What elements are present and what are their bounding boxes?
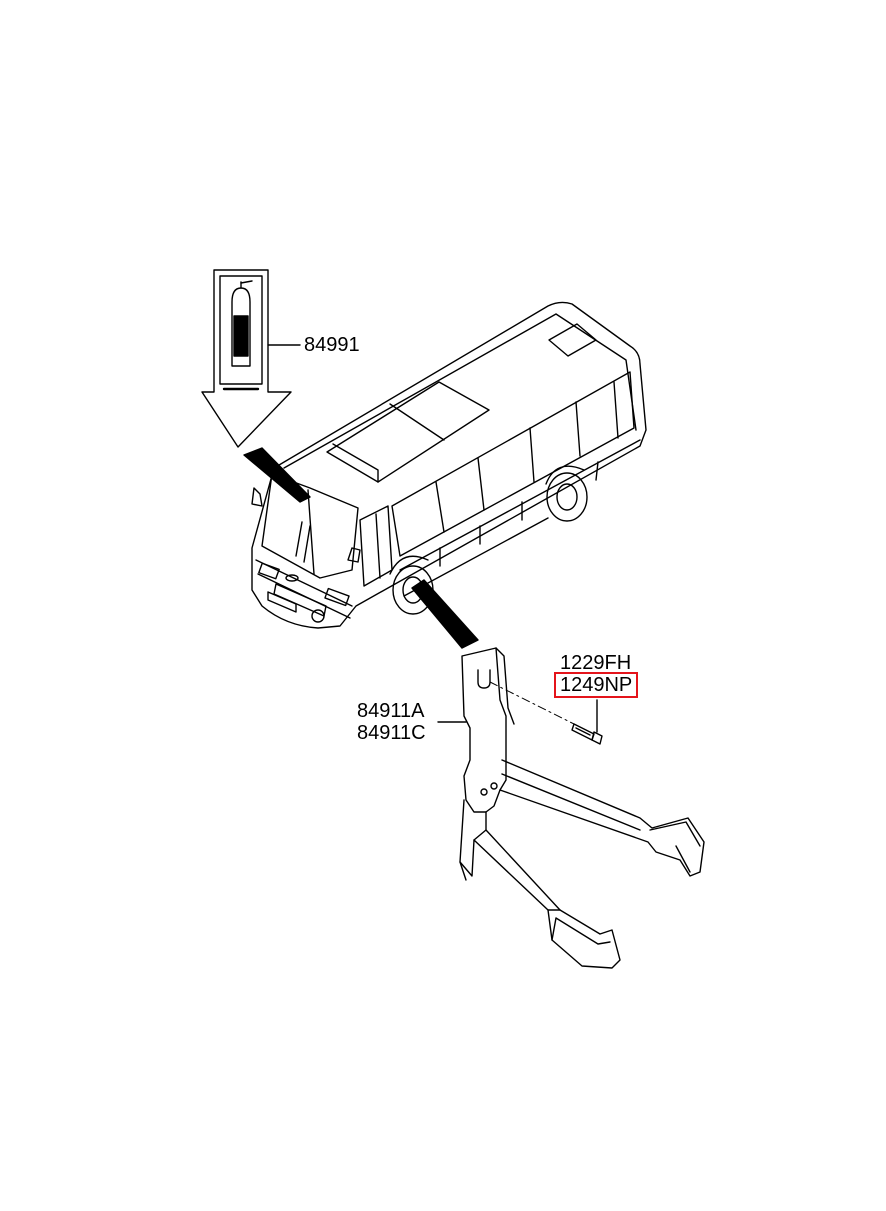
decal-arrow [201, 269, 292, 448]
label-84991: 84991 [304, 334, 360, 356]
bolt-icon [571, 723, 603, 745]
label-84911c: 84911C [357, 722, 426, 744]
pointer-strip-bottom [411, 579, 479, 649]
fire-extinguisher-icon [222, 280, 260, 391]
label-1229fh: 1229FH [560, 652, 632, 674]
pointer-strip-top [243, 447, 311, 503]
label-84911a: 84911A [357, 700, 425, 722]
bracket-illustration [459, 647, 705, 969]
label-1249np-highlighted: 1249NP [554, 672, 639, 698]
bus-illustration [251, 301, 647, 629]
bolt-alignment-line [489, 681, 579, 727]
